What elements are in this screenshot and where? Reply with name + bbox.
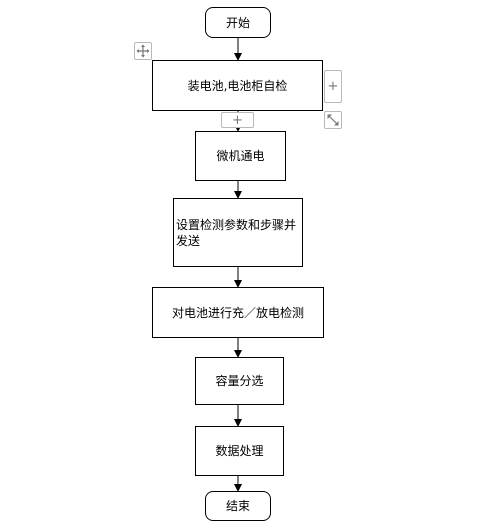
flow-step-set-parameters[interactable]: 设置检测参数和步骤并发送 bbox=[173, 198, 303, 267]
flow-start-label: 开始 bbox=[225, 15, 250, 30]
flow-step-set-parameters-label: 设置检测参数和步骤并发送 bbox=[176, 217, 297, 248]
flow-step-power-on-label: 微机通电 bbox=[216, 149, 265, 163]
resize-diagonal-icon bbox=[327, 114, 339, 126]
resize-handle[interactable] bbox=[324, 111, 342, 129]
add-right-button[interactable]: + bbox=[324, 70, 342, 103]
flow-step-capacity-sorting-label: 容量分选 bbox=[215, 374, 264, 388]
add-below-button[interactable]: + bbox=[221, 112, 254, 128]
flow-step-power-on[interactable]: 微机通电 bbox=[195, 131, 286, 181]
flow-step-capacity-sorting[interactable]: 容量分选 bbox=[195, 357, 284, 405]
move-icon bbox=[136, 44, 150, 58]
flow-step-data-processing-label: 数据处理 bbox=[215, 444, 264, 458]
flow-step-install-battery[interactable]: 装电池,电池柜自检 bbox=[152, 60, 323, 111]
flow-step-install-battery-label: 装电池,电池柜自检 bbox=[187, 78, 288, 93]
flow-step-charge-discharge[interactable]: 对电池进行充／放电检测 bbox=[152, 287, 324, 338]
flow-end-label: 结束 bbox=[225, 499, 250, 513]
move-handle[interactable] bbox=[134, 42, 152, 60]
flow-step-charge-discharge-label: 对电池进行充／放电检测 bbox=[171, 305, 304, 320]
flow-start[interactable]: 开始 bbox=[205, 7, 271, 38]
flow-end[interactable]: 结束 bbox=[205, 491, 271, 521]
plus-icon: + bbox=[327, 79, 339, 94]
plus-icon: + bbox=[232, 112, 243, 128]
flow-step-data-processing[interactable]: 数据处理 bbox=[195, 426, 284, 476]
